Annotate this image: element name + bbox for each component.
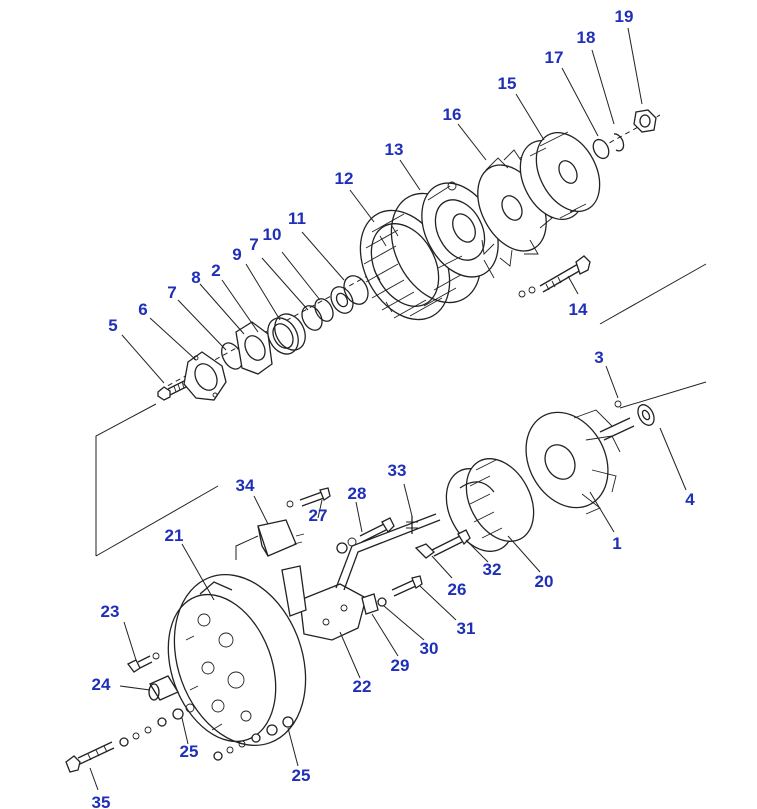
callout-14: 14 — [569, 300, 588, 319]
part-32-bolt — [431, 529, 471, 557]
part-26-terminal — [414, 543, 435, 559]
part-15-pulley — [519, 131, 601, 220]
callout-numbers: 1 2 3 4 5 6 7 7 8 9 10 11 12 13 14 15 16… — [92, 7, 696, 809]
callout-2: 2 — [211, 261, 220, 280]
callout-3: 3 — [594, 348, 603, 367]
callout-6: 6 — [138, 300, 147, 319]
part-8-plate — [235, 321, 273, 375]
part-21-end-frame — [167, 573, 307, 747]
callout-26: 26 — [448, 580, 467, 599]
part-25-nuts-b — [213, 716, 294, 761]
part-19-nut — [633, 109, 657, 133]
part-22-rectifier — [299, 513, 441, 641]
callout-25a: 25 — [180, 742, 199, 761]
callout-24: 24 — [92, 675, 111, 694]
callout-30: 30 — [420, 639, 439, 658]
callout-25b: 25 — [292, 766, 311, 785]
part-27-nut — [286, 487, 331, 508]
part-14-through-bolt — [518, 255, 591, 298]
callout-21: 21 — [165, 526, 184, 545]
part-1-rotor — [525, 400, 635, 515]
callout-34: 34 — [236, 476, 255, 495]
part-35-long-bolt — [65, 741, 115, 773]
part-5-bolt — [157, 380, 187, 401]
part-4-washer — [637, 404, 655, 426]
parts-upper-assembly — [157, 109, 661, 401]
callout-12: 12 — [335, 169, 354, 188]
callout-7b: 7 — [249, 235, 258, 254]
callout-19: 19 — [615, 7, 634, 26]
assembly-connector-lines — [95, 263, 707, 557]
callout-4: 4 — [685, 490, 695, 509]
callout-29: 29 — [391, 656, 410, 675]
callout-20: 20 — [535, 572, 554, 591]
callout-23: 23 — [101, 602, 120, 621]
part-23-bolt — [127, 652, 160, 673]
part-7-ring-b — [301, 305, 323, 331]
callout-8: 8 — [191, 268, 200, 287]
callout-15: 15 — [498, 74, 517, 93]
part-17-washer — [592, 138, 610, 160]
callout-10: 10 — [263, 225, 282, 244]
parts-lower-assembly — [65, 400, 655, 773]
callout-16: 16 — [443, 105, 462, 124]
part-6-cover-plate — [183, 351, 227, 401]
part-30-washer — [377, 597, 387, 607]
callout-7a: 7 — [167, 283, 176, 302]
leader-lines — [89, 27, 687, 791]
callout-11: 11 — [288, 209, 306, 228]
part-9-bearing — [267, 313, 306, 355]
callout-35: 35 — [92, 793, 111, 809]
part-28-bolt — [336, 517, 395, 554]
callout-13: 13 — [385, 140, 404, 159]
part-25-nuts-a — [119, 703, 195, 747]
callout-32: 32 — [483, 560, 502, 579]
callout-5: 5 — [108, 316, 117, 335]
callout-1: 1 — [612, 534, 621, 553]
part-31-screw — [391, 575, 423, 597]
callout-27: 27 — [309, 506, 328, 525]
callout-18: 18 — [577, 28, 596, 47]
part-29-bracket — [361, 593, 379, 615]
part-18-lock-washer — [613, 133, 625, 152]
callout-31: 31 — [457, 619, 476, 638]
callout-33: 33 — [388, 461, 407, 480]
part-10-ring — [314, 298, 334, 322]
part-20-stator — [445, 458, 535, 552]
callout-28: 28 — [348, 484, 367, 503]
callout-17: 17 — [545, 48, 564, 67]
callout-22: 22 — [353, 677, 372, 696]
part-24-plug — [148, 675, 179, 701]
part-11-spacer — [330, 286, 354, 314]
callout-9: 9 — [232, 245, 241, 264]
part-34-regulator — [235, 519, 307, 617]
